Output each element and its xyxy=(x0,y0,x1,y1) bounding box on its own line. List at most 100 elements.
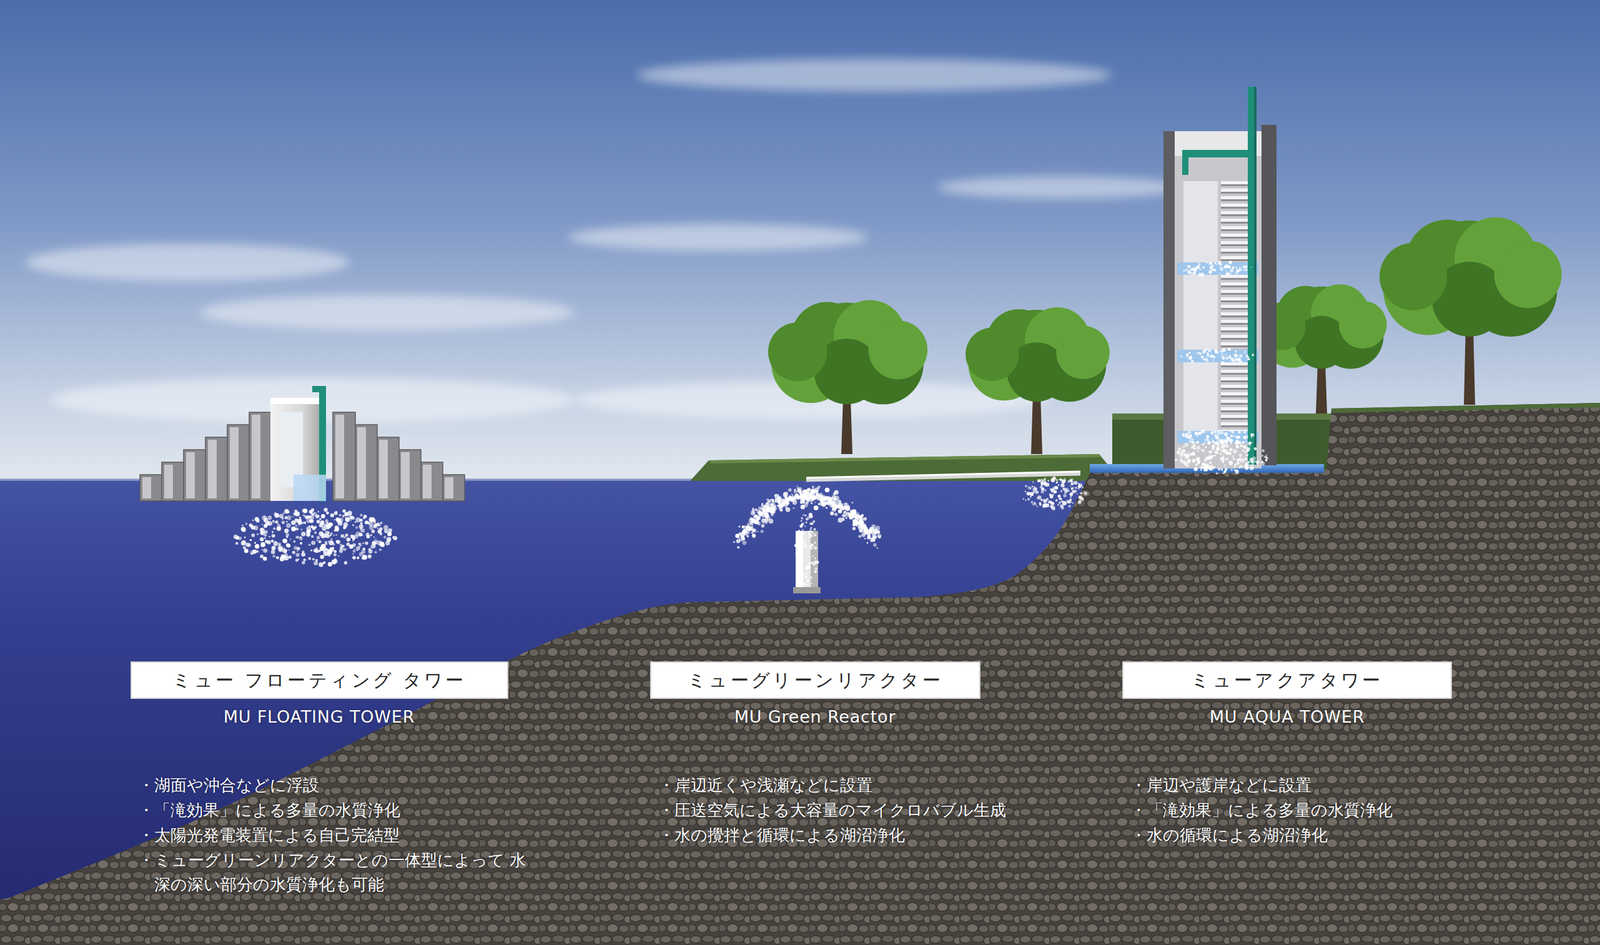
micro-bubbles-part xyxy=(379,541,385,547)
micro-bubbles-part xyxy=(370,545,374,549)
micro-bubbles-part xyxy=(328,522,333,527)
micro-bubbles-part xyxy=(373,536,375,538)
micro-bubbles-part xyxy=(1033,487,1038,491)
floating-tower-part-part xyxy=(249,412,272,501)
micro-bubbles-part xyxy=(299,516,302,519)
micro-bubbles-part xyxy=(350,520,352,522)
micro-bubbles-part xyxy=(1235,271,1239,275)
micro-bubbles-part xyxy=(1225,272,1229,276)
micro-bubbles-part xyxy=(1037,495,1042,499)
micro-bubbles-part xyxy=(806,578,810,583)
micro-bubbles-part xyxy=(303,521,307,524)
floating-tower-part-part xyxy=(183,449,207,501)
aqua-tower-part xyxy=(1177,181,1259,444)
micro-bubbles-part xyxy=(752,528,757,533)
micro-bubbles-part xyxy=(271,549,276,554)
micro-bubbles-part xyxy=(1225,354,1228,356)
micro-bubbles-part xyxy=(333,549,337,553)
micro-bubbles-part xyxy=(1078,495,1083,499)
aqua-tower-part-part xyxy=(1220,342,1253,346)
micro-bubbles-part xyxy=(1078,496,1082,499)
micro-bubbles-part xyxy=(1198,272,1203,277)
aqua-tower-part-part xyxy=(1220,289,1253,293)
micro-bubbles-part xyxy=(860,513,864,518)
micro-bubbles-part xyxy=(1188,440,1192,444)
micro-bubbles-part xyxy=(1234,350,1237,353)
micro-bubbles-part xyxy=(326,526,330,530)
ground-part xyxy=(0,402,1600,945)
aqua-tower-part-part xyxy=(1220,319,1253,323)
aqua-tower-part-part xyxy=(1220,297,1253,301)
micro-bubbles-part xyxy=(344,560,348,564)
micro-bubbles-part xyxy=(858,521,864,527)
micro-bubbles-part xyxy=(1227,437,1231,441)
aqua-tower-part-part xyxy=(1177,349,1259,363)
micro-bubbles-part xyxy=(282,512,285,515)
micro-bubbles-part xyxy=(319,517,321,520)
micro-bubbles-part xyxy=(1184,442,1188,447)
micro-bubbles-part xyxy=(287,511,290,514)
micro-bubbles-part xyxy=(1234,469,1237,472)
micro-bubbles-part xyxy=(1242,441,1245,444)
micro-bubbles-part xyxy=(804,566,809,570)
micro-bubbles-part xyxy=(244,536,247,539)
micro-bubbles-part xyxy=(811,485,815,489)
far-bank xyxy=(690,454,1121,481)
micro-bubbles-part xyxy=(324,547,328,551)
micro-bubbles-part xyxy=(241,524,243,526)
micro-bubbles-part xyxy=(274,520,278,524)
micro-bubbles-part xyxy=(293,540,296,543)
aqua-tower-part-part xyxy=(1220,226,1253,230)
micro-bubbles-part xyxy=(346,537,351,543)
green-reactor-part xyxy=(806,471,1081,478)
micro-bubbles-part xyxy=(1217,448,1221,451)
micro-bubbles-part xyxy=(1194,467,1198,471)
aqua-tower-part-part xyxy=(1220,334,1253,338)
micro-bubbles-part xyxy=(1066,499,1069,503)
micro-bubbles-part xyxy=(286,543,291,548)
micro-bubbles-part xyxy=(359,513,363,516)
micro-bubbles-part xyxy=(1242,449,1245,452)
micro-bubbles-part xyxy=(1217,467,1221,471)
micro-bubbles-part xyxy=(1199,268,1202,272)
micro-bubbles-part xyxy=(779,508,783,512)
micro-bubbles-part xyxy=(359,528,362,531)
micro-bubbles-part xyxy=(1245,447,1251,452)
aqua-tower xyxy=(1163,86,1277,469)
micro-bubbles-part xyxy=(300,528,303,531)
micro-bubbles-part xyxy=(1228,430,1230,432)
ground xyxy=(0,402,1600,945)
micro-bubbles-part xyxy=(1216,441,1220,445)
micro-bubbles-part xyxy=(327,562,333,567)
micro-bubbles-part xyxy=(764,518,769,523)
micro-bubbles-part xyxy=(1216,263,1218,265)
micro-bubbles-part xyxy=(844,512,849,517)
micro-bubbles-part xyxy=(1225,435,1229,439)
micro-bubbles-part xyxy=(1191,441,1195,445)
micro-bubbles-part xyxy=(310,525,314,529)
micro-bubbles-part xyxy=(1214,349,1218,354)
micro-bubbles-part xyxy=(1044,477,1047,480)
micro-bubbles-part xyxy=(1229,449,1232,452)
micro-bubbles-part xyxy=(336,518,339,521)
aqua-tower-part-part xyxy=(1220,387,1253,390)
micro-bubbles-part xyxy=(1200,355,1205,359)
micro-bubbles-part xyxy=(836,503,840,508)
micro-bubbles-part xyxy=(252,519,255,522)
green-reactor-part xyxy=(795,530,819,594)
micro-bubbles-part xyxy=(798,542,801,545)
micro-bubbles-part xyxy=(354,548,356,550)
micro-bubbles-part xyxy=(278,547,284,553)
micro-bubbles-part xyxy=(312,557,315,561)
micro-bubbles-part xyxy=(281,517,285,520)
aqua-tower-part-part xyxy=(1220,327,1253,331)
micro-bubbles-part xyxy=(1211,437,1213,440)
micro-bubbles-part xyxy=(1197,432,1200,435)
trees-part-part xyxy=(868,320,929,380)
micro-bubbles-part xyxy=(1209,453,1211,455)
micro-bubbles-part xyxy=(383,535,386,539)
micro-bubbles-part xyxy=(1245,354,1248,357)
micro-bubbles-part xyxy=(358,532,363,537)
micro-bubbles-part xyxy=(871,524,876,529)
micro-bubbles-part xyxy=(792,507,795,509)
